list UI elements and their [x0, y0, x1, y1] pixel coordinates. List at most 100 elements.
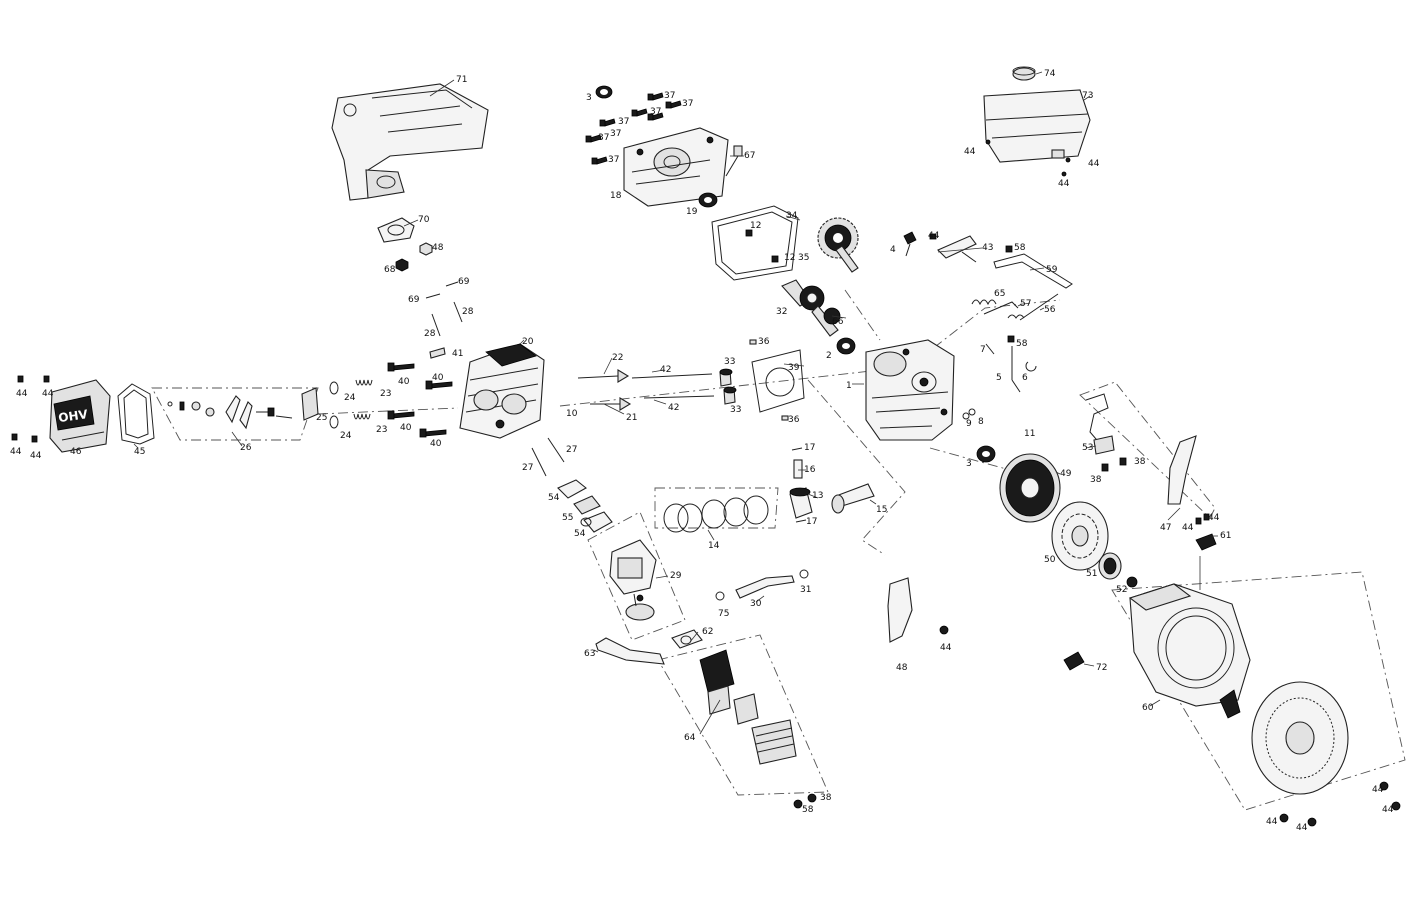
main-bearing-center	[842, 343, 850, 349]
cylinder-head	[459, 343, 545, 439]
callout-40: 40	[430, 439, 442, 449]
callout-48: 48	[432, 243, 444, 253]
callout-37: 37	[682, 99, 693, 109]
callout-44: 44	[1058, 179, 1070, 189]
callout-44: 44	[10, 447, 22, 457]
callout-44: 44	[928, 231, 940, 241]
oil-seal-flywheel-center	[982, 451, 990, 457]
callout-14: 14	[708, 541, 720, 551]
callout-37: 37	[610, 129, 621, 139]
callout-17: 17	[804, 443, 815, 453]
callout-25: 25	[316, 413, 327, 423]
callout-55: 55	[562, 513, 573, 523]
callout-labels: 71 3 37 37 37 37 37 37 37 67 18 19 34 12…	[10, 69, 1394, 833]
exhaust-studs	[395, 242, 463, 337]
callout-53: 53	[1082, 443, 1093, 453]
head-gasket	[751, 349, 805, 413]
callout-27: 27	[522, 463, 533, 473]
callout-22: 22	[612, 353, 623, 363]
callout-44: 44	[1382, 805, 1394, 815]
cooling-fan	[1051, 501, 1109, 571]
callout-28: 28	[424, 329, 436, 339]
callout-24: 24	[344, 393, 356, 403]
air-filter	[671, 629, 797, 765]
callout-44: 44	[940, 643, 952, 653]
callout-62: 62	[702, 627, 713, 637]
callout-47: 47	[1160, 523, 1171, 533]
callout-38: 38	[820, 793, 832, 803]
callout-64: 64	[684, 733, 696, 743]
blower-shield-side	[1167, 435, 1197, 505]
camshaft	[817, 217, 859, 273]
callout-39: 39	[788, 363, 800, 373]
valves-pushrods	[577, 369, 715, 411]
callout-44: 44	[1208, 513, 1220, 523]
fuel-hoses	[595, 569, 809, 665]
intake-gaskets	[557, 479, 613, 533]
callout-29: 29	[670, 571, 682, 581]
callout-12: 12	[750, 221, 761, 231]
callout-51: 51	[1086, 569, 1097, 579]
callout-37: 37	[598, 133, 609, 143]
callout-73: 73	[1082, 91, 1093, 101]
callout-44: 44	[1266, 817, 1278, 827]
callout-32: 32	[776, 307, 787, 317]
callout-3: 3	[966, 459, 972, 469]
callout-23: 23	[376, 425, 387, 435]
callout-1: 1	[846, 381, 852, 391]
callout-35: 35	[798, 253, 809, 263]
flywheel-nut	[1126, 576, 1138, 588]
callout-28: 28	[462, 307, 474, 317]
callout-11: 11	[1024, 429, 1035, 439]
callout-12: 12	[784, 253, 795, 263]
callout-10: 10	[566, 409, 578, 419]
starter-pulley	[1098, 552, 1122, 580]
carburetor	[609, 539, 657, 621]
callout-6: 6	[1022, 373, 1028, 383]
callout-44: 44	[1372, 785, 1384, 795]
callout-leaders	[133, 71, 1218, 735]
callout-63: 63	[584, 649, 595, 659]
callout-72: 72	[1096, 663, 1107, 673]
callout-43: 43	[982, 243, 993, 253]
bottom-nuts	[793, 781, 1401, 827]
callout-60: 60	[1142, 703, 1154, 713]
small-bolts-left	[11, 375, 50, 443]
rocker-arms	[167, 387, 319, 430]
callout-69: 69	[458, 277, 470, 287]
callout-69: 69	[408, 295, 420, 305]
crankcase-cover	[623, 127, 729, 207]
callout-54: 54	[548, 493, 560, 503]
callout-49: 49	[1060, 469, 1072, 479]
callout-37: 37	[618, 117, 629, 127]
callout-71: 71	[456, 75, 467, 85]
head-gasket-bore	[765, 367, 795, 397]
callout-38: 38	[1134, 457, 1146, 467]
callout-44: 44	[1182, 523, 1194, 533]
callout-50: 50	[1044, 555, 1056, 565]
muffler-gasket	[377, 217, 415, 243]
callout-44: 44	[42, 389, 54, 399]
throttle-linkage	[929, 233, 1073, 321]
callout-44: 44	[1088, 159, 1100, 169]
callout-33: 33	[724, 357, 735, 367]
callout-15: 15	[876, 505, 887, 515]
callout-27: 27	[566, 445, 577, 455]
callout-33: 33	[730, 405, 741, 415]
piston-rings	[663, 495, 769, 533]
fuel-tank	[983, 89, 1091, 177]
ignition-coil	[1085, 393, 1127, 472]
callout-45: 45	[134, 447, 145, 457]
piston-assembly	[789, 447, 875, 523]
callout-37: 37	[664, 91, 675, 101]
cover-gasket	[711, 205, 799, 281]
callout-20: 20	[522, 337, 534, 347]
callout-74: 74	[1044, 69, 1056, 79]
dowel-pin-2	[771, 255, 779, 263]
callout-37: 37	[650, 107, 661, 117]
crankcase	[865, 339, 955, 441]
cover-bolts	[585, 92, 682, 165]
head-studs	[531, 437, 565, 477]
callout-36: 36	[788, 415, 800, 425]
